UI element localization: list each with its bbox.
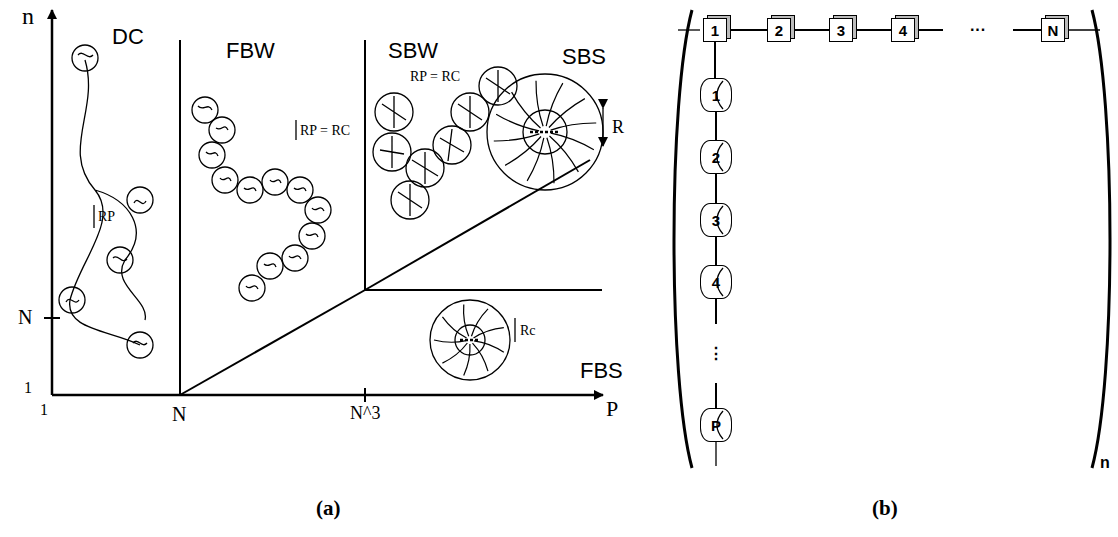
axis-label: P xyxy=(606,398,618,420)
bond-line xyxy=(715,112,717,140)
chain-cylinder: 3 xyxy=(700,203,732,237)
panel-label: (a) xyxy=(316,498,341,519)
bond-line xyxy=(715,174,717,203)
index-number: 2 xyxy=(775,23,783,38)
size-label: Rc xyxy=(520,324,536,338)
index-number: 2 xyxy=(712,150,720,165)
region-label: DC xyxy=(112,26,144,48)
size-label: RP = RC xyxy=(300,124,350,138)
monomer-cube: 4 xyxy=(891,18,915,42)
ellipsis-label: ··· xyxy=(943,22,1012,38)
index-number: N xyxy=(1048,23,1059,38)
region-label: FBW xyxy=(226,40,275,62)
index-number: 3 xyxy=(712,213,720,228)
size-label: RP xyxy=(98,210,115,224)
index-number: 3 xyxy=(837,23,845,38)
tick-label: 1 xyxy=(40,402,48,418)
index-number: P xyxy=(711,418,721,433)
tick-label: N^3 xyxy=(350,404,380,422)
monomer-cube: 1 xyxy=(703,18,727,42)
bond-line xyxy=(727,29,767,31)
monomer-cube: 3 xyxy=(829,18,853,42)
chain-cylinder: P xyxy=(700,408,732,442)
tick-label: N xyxy=(18,307,32,327)
region-label: SBW xyxy=(388,40,438,62)
chain-cylinder: 1 xyxy=(700,78,732,112)
bond-line xyxy=(715,237,717,265)
axis-label: n xyxy=(22,4,34,28)
index-number: 1 xyxy=(712,88,720,103)
subscript-label: n xyxy=(1100,455,1110,471)
panel-label: (b) xyxy=(872,498,898,519)
chain-cylinder: 4 xyxy=(700,265,732,299)
size-label: RP = RC xyxy=(410,70,460,84)
bond-line xyxy=(714,42,716,78)
region-label: FBS xyxy=(580,360,623,382)
tick-label: N xyxy=(172,404,186,424)
ellipsis-label: ⋮ xyxy=(706,324,726,384)
bond-line xyxy=(853,29,891,31)
region-label: SBS xyxy=(562,46,606,68)
monomer-cube: 2 xyxy=(767,18,791,42)
index-number: 4 xyxy=(712,275,720,290)
tick-label: 1 xyxy=(24,380,32,396)
chain-cylinder: 2 xyxy=(700,140,732,174)
index-number: 4 xyxy=(899,23,907,38)
size-label: R xyxy=(612,118,624,136)
monomer-cube: N xyxy=(1041,18,1065,42)
bond-line xyxy=(791,29,829,31)
index-number: 1 xyxy=(711,23,719,38)
